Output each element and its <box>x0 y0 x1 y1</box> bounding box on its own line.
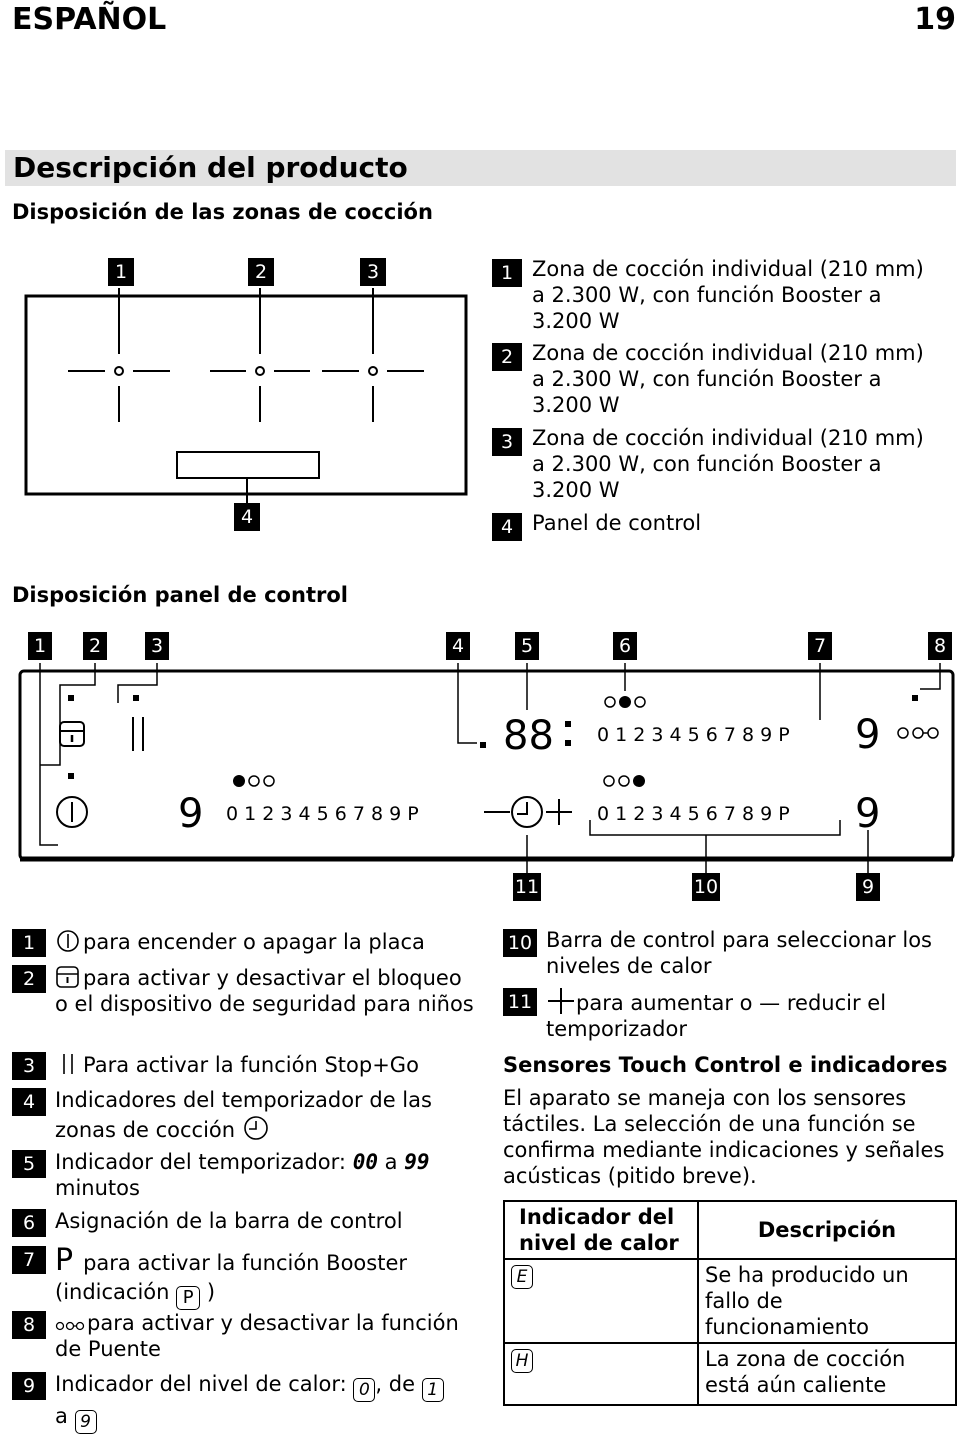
cp-badge-7: 7 <box>12 1246 46 1274</box>
panel-label-2: 2 <box>83 632 107 660</box>
timer-display: 88 <box>503 713 554 759</box>
booster-indicator-icon: P <box>176 1286 201 1310</box>
cp-item-8: para activar y desactivar la función de … <box>55 1311 459 1361</box>
legend-text-2: Zona de cocción individual (210 mm) a 2.… <box>532 341 924 417</box>
sensors-heading: Sensores Touch Control e indicadores <box>503 1053 948 1077</box>
panel-label-8: 8 <box>928 632 952 660</box>
cp-item-11: para aumentar o — reducir el temporizado… <box>546 988 951 1042</box>
language-label: ESPAÑOL <box>12 2 167 37</box>
cooking-zones-diagram <box>24 288 468 503</box>
plus-icon <box>548 988 574 1014</box>
zone-label-1: 1 <box>108 258 134 286</box>
level-display-right: 9 <box>855 791 880 837</box>
cp-badge-9: 9 <box>12 1372 46 1400</box>
legend-text-1: Zona de cocción individual (210 mm) a 2.… <box>532 257 924 333</box>
panel-label-7: 7 <box>808 632 832 660</box>
cp-badge-10: 10 <box>503 929 537 957</box>
legend-badge-1: 1 <box>492 259 522 287</box>
clock-icon <box>243 1116 268 1140</box>
cp-item-4: Indicadores del temporizador de las zona… <box>55 1088 432 1142</box>
table-header-row: Indicador del nivel de calor Descripción <box>503 1200 957 1260</box>
panel-label-3: 3 <box>145 632 169 660</box>
heat-level-table: Indicador del nivel de calor Descripción… <box>503 1200 957 1406</box>
legend-text-4: Panel de control <box>532 511 702 535</box>
scale-right[interactable]: 0 1 2 3 4 5 6 7 8 9 P <box>597 803 790 825</box>
zone-label-2: 2 <box>248 258 274 286</box>
sensors-paragraph: El aparato se maneja con los sensores tá… <box>503 1086 945 1188</box>
control-panel-diagram: 88 0 1 2 3 4 5 6 7 8 9 P 9 9 0 1 2 3 4 5… <box>18 663 955 873</box>
panel-label-11: 11 <box>513 873 541 901</box>
level-1-icon: 1 <box>421 1378 444 1402</box>
level-display-top: 9 <box>855 712 880 758</box>
level-9-icon: 9 <box>74 1410 97 1434</box>
table-cell-description: Se ha producido un fallo de funcionamien… <box>697 1258 957 1344</box>
table-cell-description: La zona de cocción está aún caliente <box>697 1342 957 1406</box>
booster-icon: P <box>55 1243 74 1278</box>
cp-item-10: Barra de control para seleccionar los ni… <box>546 928 932 978</box>
zone-label-3: 3 <box>360 258 386 286</box>
cp-badge-5: 5 <box>12 1150 46 1178</box>
hot-symbol-icon: H <box>511 1349 533 1373</box>
page-number: 19 <box>914 2 956 37</box>
legend-badge-4: 4 <box>492 513 522 541</box>
error-symbol-icon: E <box>511 1265 533 1289</box>
table-row: H La zona de cocción está aún caliente <box>503 1342 957 1406</box>
table-header-indicator: Indicador del nivel de calor <box>503 1200 699 1260</box>
table-header-description: Descripción <box>697 1200 957 1260</box>
lock-icon <box>56 966 79 988</box>
level-display-left: 9 <box>178 791 203 837</box>
cp-item-3: Para activar la función Stop+Go <box>55 1052 475 1078</box>
cp-badge-11: 11 <box>503 988 537 1016</box>
cp-badge-8: 8 <box>12 1311 46 1339</box>
cp-badge-3: 3 <box>12 1052 46 1080</box>
timer-minus-clock-plus[interactable] <box>484 796 572 828</box>
digit-99: 99 <box>404 1150 430 1174</box>
cp-badge-2: 2 <box>12 965 46 993</box>
panel-label-4: 4 <box>446 632 470 660</box>
cp-item-1: para encender o apagar la placa <box>55 929 475 955</box>
table-row: E Se ha producido un fallo de funcionami… <box>503 1258 957 1344</box>
panel-label-10: 10 <box>692 873 720 901</box>
level-0-icon: 0 <box>353 1378 376 1402</box>
cp-badge-1: 1 <box>12 929 46 957</box>
control-panel-heading: Disposición panel de control <box>12 583 348 607</box>
cp-item-9: Indicador del nivel de calor: 0, de 1 a … <box>55 1370 475 1434</box>
bridge-icon[interactable] <box>897 727 939 739</box>
pause-bars-icon <box>63 1054 73 1074</box>
stop-go-icon[interactable] <box>132 717 144 751</box>
lock-icon[interactable] <box>59 721 85 747</box>
legend-badge-3: 3 <box>492 428 522 456</box>
power-icon[interactable] <box>56 796 88 828</box>
panel-label-6: 6 <box>613 632 637 660</box>
scale-left[interactable]: 0 1 2 3 4 5 6 7 8 9 P <box>226 803 419 825</box>
legend-text-3: Zona de cocción individual (210 mm) a 2.… <box>532 426 924 502</box>
cp-badge-6: 6 <box>12 1209 46 1237</box>
panel-label-5: 5 <box>515 632 539 660</box>
power-icon <box>57 930 79 952</box>
bridge-icon <box>55 1321 85 1331</box>
legend-badge-2: 2 <box>492 343 522 371</box>
cooking-zones-heading: Disposición de las zonas de cocción <box>12 200 433 224</box>
digit-00: 00 <box>352 1150 378 1174</box>
scale-top[interactable]: 0 1 2 3 4 5 6 7 8 9 P <box>597 724 790 746</box>
cp-item-5: Indicador del temporizador: 00 a 99 minu… <box>55 1150 430 1200</box>
zone-label-4: 4 <box>234 503 260 531</box>
cp-item-2: para activar y desactivar el bloqueo o e… <box>55 966 474 1016</box>
section-bar: Descripción del producto <box>5 150 956 186</box>
panel-label-9: 9 <box>856 873 880 901</box>
cp-item-6: Asignación de la barra de control <box>55 1209 403 1233</box>
panel-label-1: 1 <box>28 632 52 660</box>
section-title: Descripción del producto <box>13 151 408 184</box>
cp-badge-4: 4 <box>12 1088 46 1116</box>
